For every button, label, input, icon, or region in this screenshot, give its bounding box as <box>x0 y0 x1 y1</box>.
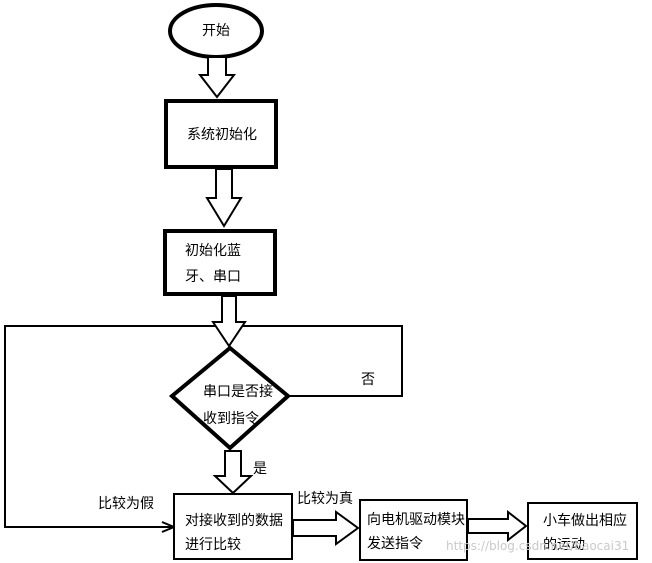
compare-box <box>173 493 293 560</box>
init-bt-serial-box <box>163 229 277 296</box>
arrow-send-to-car <box>467 509 528 543</box>
init-system-box <box>164 99 278 169</box>
false-label: 比较为假 <box>98 496 154 512</box>
true-label: 比较为真 <box>297 491 353 507</box>
send-label: 向电机驱动模块发送指令 <box>367 512 465 552</box>
arrow-start-to-init <box>197 56 237 99</box>
decision-label: 串口是否接收到指令 <box>203 384 273 427</box>
car-box <box>527 502 638 560</box>
send-box <box>359 499 468 561</box>
arrow-compare-to-send <box>292 510 360 546</box>
decision-diamond <box>168 345 292 451</box>
yes-label: 是 <box>253 461 267 477</box>
arrow-decision-to-compare <box>212 450 254 495</box>
start-label: 开始 <box>202 23 230 39</box>
loop-outline <box>4 325 403 528</box>
watermark: https://blog.csdn.net/baocai31 <box>446 539 630 553</box>
init-system-label: 系统初始化 <box>187 127 257 143</box>
init-bt-serial-label: 初始化蓝牙、串口 <box>185 243 241 285</box>
no-label: 否 <box>361 372 375 388</box>
car-label: 小车做出相应的运动 <box>543 513 627 553</box>
arrow-init-to-bt <box>205 168 243 228</box>
compare-label: 对接收到的数据进行比较 <box>185 513 283 553</box>
arrow-bt-to-decision <box>211 295 247 348</box>
